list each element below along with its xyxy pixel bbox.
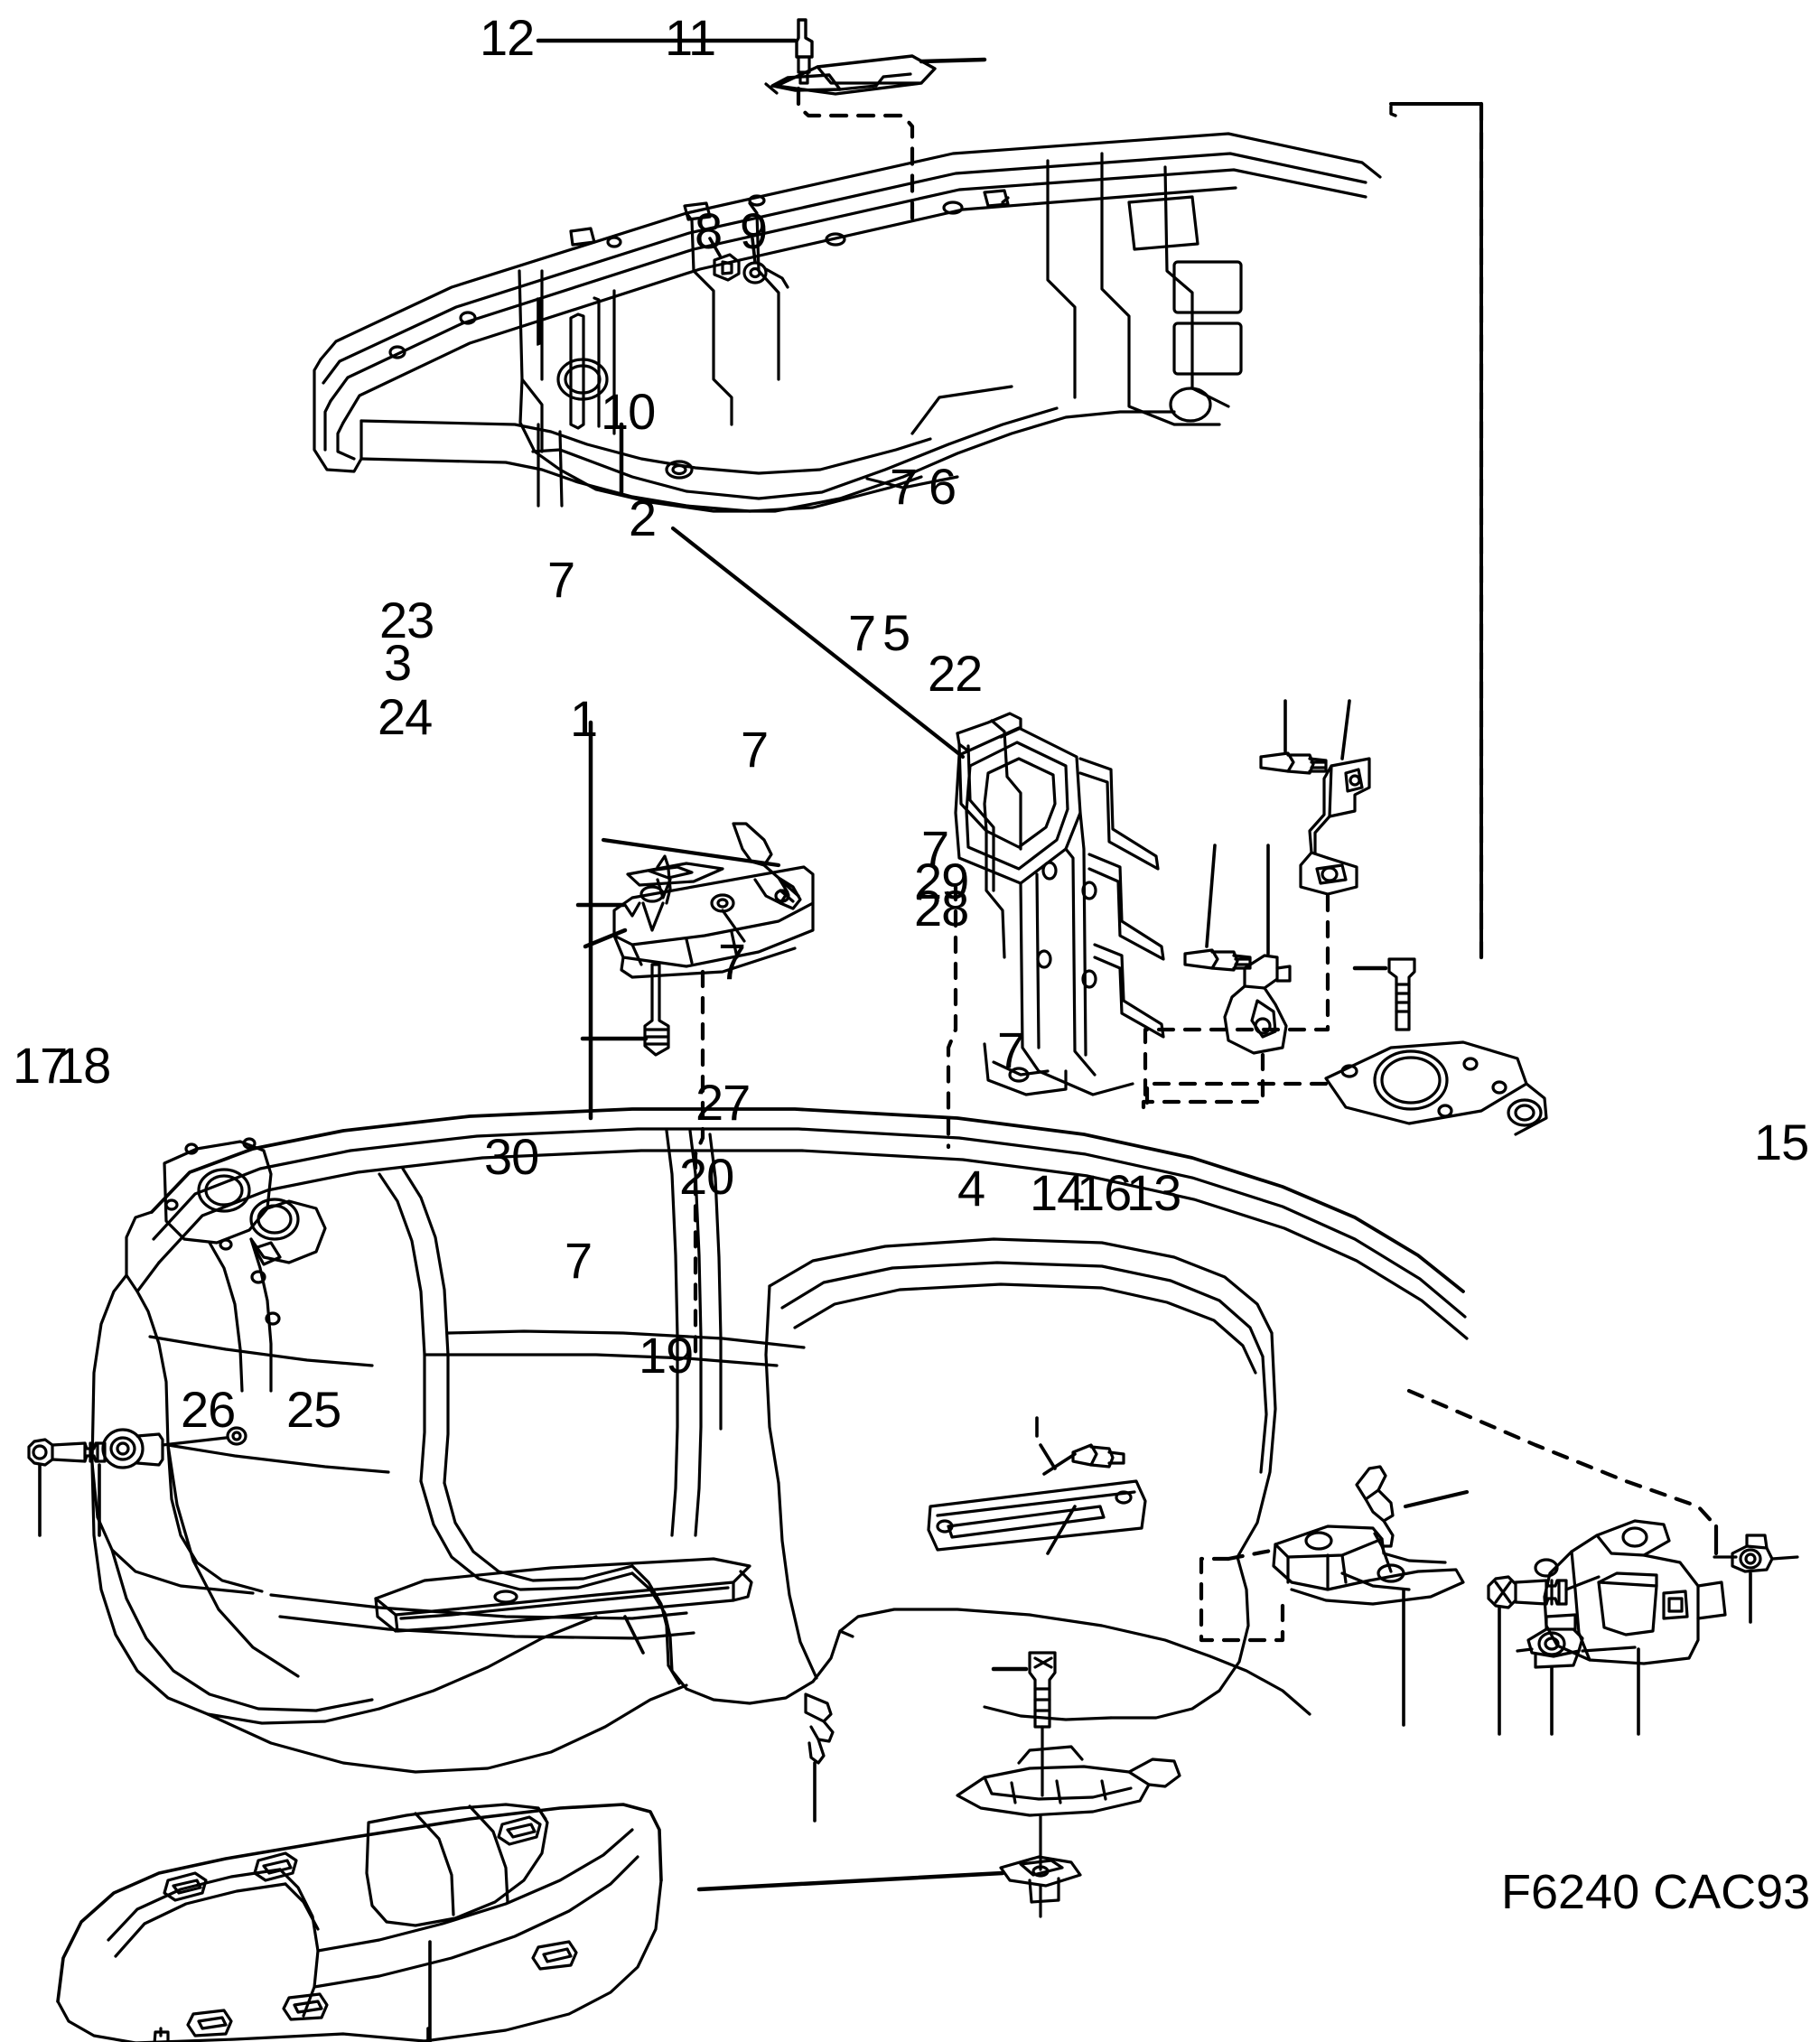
- callout-9: 9: [740, 202, 768, 259]
- dashed-plate-left: [1144, 1081, 1329, 1112]
- callout-14: 14: [1030, 1164, 1085, 1221]
- leader-2: [670, 526, 966, 760]
- callout-4: 4: [957, 1160, 985, 1217]
- part-20-bolt: [1028, 1651, 1057, 1797]
- part-12-clip-fastener: [795, 18, 814, 85]
- part-22-bolt: [1387, 957, 1416, 1031]
- callout-1: 1: [570, 690, 598, 747]
- callout-11: 11: [665, 9, 716, 66]
- callout-29: 29: [914, 853, 969, 909]
- part-26-pin-fastener: [153, 2027, 170, 2042]
- callout-16: 16: [1077, 1164, 1132, 1221]
- part-6-angled-bracket: [1299, 757, 1371, 896]
- callout-2: 2: [629, 490, 657, 546]
- dashed-6-down: [1143, 893, 1330, 1106]
- callout-22: 22: [928, 645, 983, 702]
- dashed-3-down: [693, 969, 705, 1357]
- callout-10: 10: [601, 383, 656, 440]
- part-7-screw-near-27: [1071, 1443, 1125, 1469]
- part-8-nut: [713, 253, 741, 282]
- callout-7g: 7: [997, 1021, 1025, 1078]
- line-right-vertical: [1389, 102, 1483, 959]
- leader-8: [708, 237, 722, 257]
- part-24-screw: [643, 963, 670, 1057]
- leader-7f: [1039, 1443, 1057, 1470]
- dashed-12-to-10: [796, 86, 915, 227]
- callout-7f: 7: [718, 933, 746, 990]
- dashed-5-down: [1141, 1052, 1265, 1119]
- leader-30: [623, 1615, 645, 1655]
- dashed-13-up: [1406, 1388, 1719, 1529]
- drawing-code: F6240 CAC93: [1501, 1865, 1811, 1919]
- part-16-clip-nut: [1516, 1613, 1584, 1736]
- callout-30: 30: [484, 1128, 539, 1185]
- part-5-side-bracket: [1223, 954, 1292, 1055]
- right-mount-plate: [1324, 1040, 1548, 1136]
- part-27-cross-rail: [927, 1479, 1147, 1552]
- part-30-lower-trim-panel: [374, 1557, 753, 1633]
- leader-11: [919, 57, 987, 64]
- callout-17: 17: [13, 1037, 68, 1094]
- callout-7a: 7: [890, 458, 918, 515]
- callout-8: 8: [695, 202, 723, 259]
- callout-28: 28: [914, 880, 969, 937]
- part-15-clip-nut: [1731, 1534, 1799, 1624]
- callout-25: 25: [286, 1381, 341, 1438]
- callout-6: 6: [929, 458, 957, 515]
- part-18-bushing: [101, 1426, 247, 1469]
- callout-27: 27: [695, 1074, 751, 1131]
- callout-7d: 7: [741, 721, 769, 778]
- leader-9: [751, 237, 757, 264]
- dashed-4-left: [1199, 1556, 1285, 1643]
- part-3-left-mounting-bracket: [612, 865, 815, 979]
- callout-18: 18: [56, 1037, 111, 1094]
- leader-7g: [1403, 1489, 1470, 1509]
- part-7-screw-mid-right: [1183, 948, 1252, 972]
- part-10-upper-cowl-panel: [313, 132, 1382, 513]
- callout-13: 13: [1126, 1164, 1181, 1221]
- dashed-2-down: [946, 882, 958, 1150]
- callout-7h: 7: [565, 1232, 593, 1289]
- leader-7c: [1205, 844, 1217, 948]
- callout-7b: 7: [547, 551, 575, 608]
- part-25-glovebox-lid: [56, 1803, 663, 2042]
- part-7-screw-bracket-4: [1355, 1465, 1395, 1573]
- part-11-upper-clip-bracket: [764, 54, 937, 96]
- part-19-mounting-clip: [999, 1814, 1082, 1918]
- callout-19: 19: [639, 1327, 694, 1384]
- callout-5: 5: [882, 604, 910, 661]
- callout-7e: 7: [921, 820, 949, 877]
- leader-7b: [601, 837, 781, 868]
- callout-20: 20: [679, 1148, 734, 1205]
- part-2-center-support-bracket: [954, 712, 1165, 1096]
- part-7-screw-bottom-center: [804, 1692, 835, 1765]
- part-4-lower-support-bracket: [1272, 1525, 1465, 1606]
- part-9-washer: [742, 261, 789, 289]
- instrument-cluster-detail: [163, 1137, 327, 1393]
- part-7-screw-upper-right: [1259, 751, 1328, 775]
- leader-6: [1340, 699, 1351, 760]
- leader-19: [696, 1870, 1005, 1892]
- callout-12: 12: [480, 9, 535, 66]
- callout-23: 23: [379, 592, 434, 648]
- callout-26: 26: [181, 1381, 236, 1438]
- part-13-right-side-bracket: [1534, 1519, 1727, 1665]
- part-7-screw-left-bracket: [732, 822, 802, 910]
- part-14-screw: [1487, 1575, 1601, 1736]
- callout-24: 24: [378, 688, 433, 745]
- part-1-instrument-panel-body: [90, 1107, 1469, 1817]
- callout-15: 15: [1754, 1114, 1809, 1170]
- callout-7c: 7: [848, 604, 876, 661]
- callout-3: 3: [384, 634, 412, 691]
- leader-27: [1046, 1505, 1077, 1555]
